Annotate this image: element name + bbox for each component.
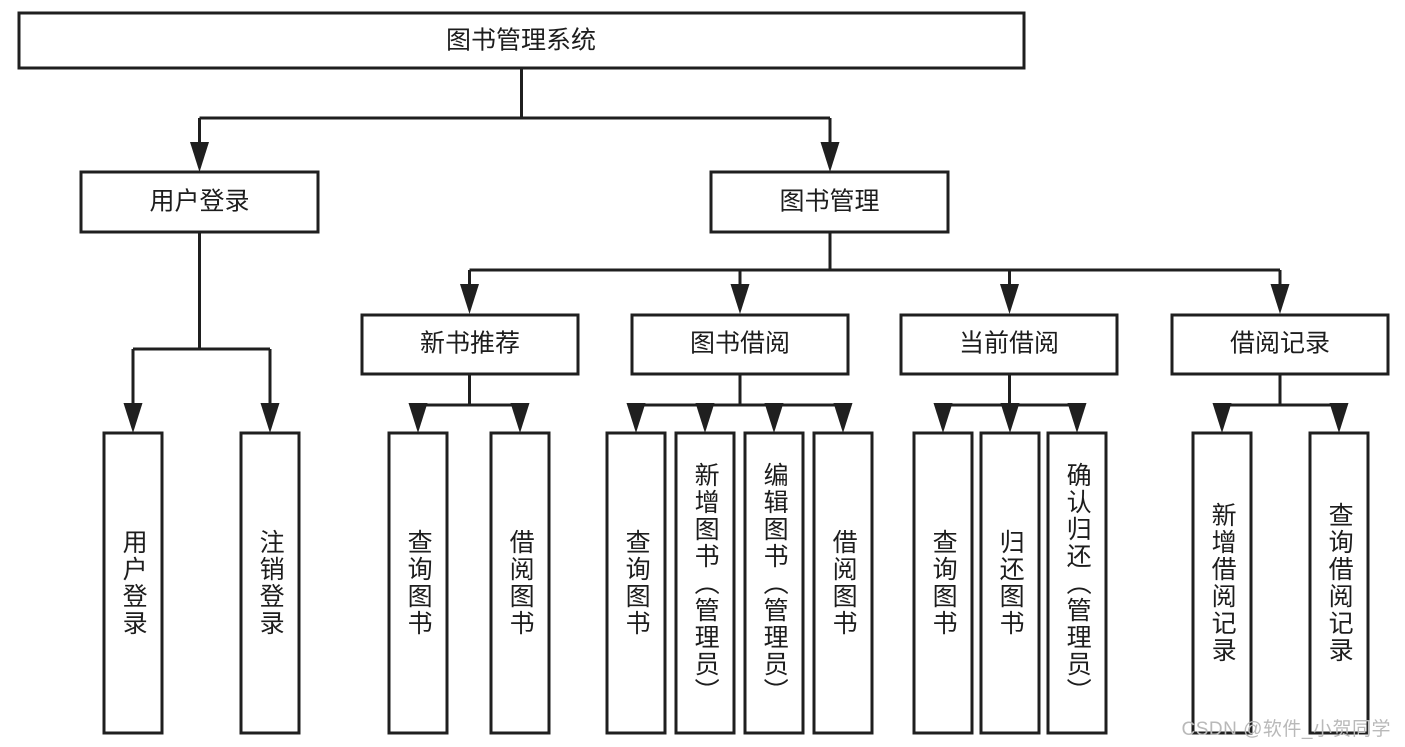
node-new-book-recommend[interactable]: 新书推荐 <box>360 313 580 376</box>
leaf-box-newbook-2[interactable] <box>489 431 551 735</box>
node-book-manage-label: 图书管理 <box>779 188 879 216</box>
arrowhead-cb-leaf1 <box>933 403 953 433</box>
connector-group-root <box>190 68 840 172</box>
arrowhead-bb-leaf3 <box>764 403 784 433</box>
node-user-login-box[interactable] <box>79 170 320 234</box>
leaf-box-current-2[interactable] <box>979 431 1041 735</box>
leaf-box-record-1[interactable] <box>1191 431 1253 735</box>
csdn-watermark: CSDN @软件_小贺同学 <box>1181 719 1391 740</box>
node-book-borrow[interactable]: 图书借阅 <box>630 313 850 376</box>
arrowhead-bb-leaf2 <box>695 403 715 433</box>
leaf-box-borrow-2[interactable] <box>674 431 736 735</box>
node-book-manage-box[interactable] <box>709 170 950 234</box>
connector-group-record <box>1212 374 1349 433</box>
node-user-login-label: 用户登录 <box>149 188 249 216</box>
node-root-box[interactable] <box>17 11 1026 70</box>
leaf-box-borrow-4[interactable] <box>812 431 874 735</box>
arrowhead-newbook <box>460 284 479 314</box>
node-book-borrow-box[interactable] <box>630 313 850 376</box>
connector-group-book-manage <box>460 232 1290 314</box>
node-new-book-recommend-box[interactable] <box>360 313 580 376</box>
arrowhead-br-leaf2 <box>1329 403 1349 433</box>
node-book-manage[interactable]: 图书管理 <box>709 170 950 234</box>
node-borrow-record-box[interactable] <box>1170 313 1390 376</box>
node-borrow-record[interactable]: 借阅记录 <box>1170 313 1390 376</box>
arrowhead-ul-leaf2 <box>260 403 280 433</box>
leaf-box-current-3[interactable] <box>1046 431 1108 735</box>
leaf-box-current-1[interactable] <box>912 431 974 735</box>
node-root-label: 图书管理系统 <box>446 27 596 55</box>
arrowhead-book-manage <box>820 142 840 172</box>
connector-group-user-login <box>123 232 280 433</box>
leaf-box-newbook-1[interactable] <box>387 431 449 735</box>
node-root[interactable]: 图书管理系统 <box>17 11 1026 70</box>
node-user-login[interactable]: 用户登录 <box>79 170 320 234</box>
leaf-box-record-2[interactable] <box>1308 431 1370 735</box>
leaf-box-user-login-1[interactable] <box>102 431 164 735</box>
leaf-box-borrow-1[interactable] <box>605 431 667 735</box>
node-new-book-recommend-label: 新书推荐 <box>420 330 520 358</box>
arrowhead-cb-leaf2 <box>1000 403 1020 433</box>
node-current-borrow[interactable]: 当前借阅 <box>899 313 1119 376</box>
node-current-borrow-box[interactable] <box>899 313 1119 376</box>
connector-group-borrow <box>626 374 853 433</box>
arrowhead-nb-leaf1 <box>408 403 428 433</box>
arrowhead-current <box>1000 284 1019 314</box>
node-book-borrow-label: 图书借阅 <box>690 330 790 358</box>
connector-group-newbook <box>408 374 530 433</box>
arrowhead-bb-leaf1 <box>626 403 646 433</box>
arrowhead-record <box>1270 284 1290 314</box>
arrowhead-cb-leaf3 <box>1067 403 1087 433</box>
connector-group-current <box>933 374 1087 433</box>
arrowhead-br-leaf1 <box>1212 403 1232 433</box>
node-borrow-record-label: 借阅记录 <box>1230 330 1330 358</box>
leaf-box-borrow-3[interactable] <box>743 431 805 735</box>
arrowhead-borrow <box>730 284 750 314</box>
arrowhead-user-login <box>190 142 209 172</box>
node-current-borrow-label: 当前借阅 <box>959 330 1059 358</box>
arrowhead-ul-leaf1 <box>123 403 143 433</box>
arrowhead-bb-leaf4 <box>833 403 853 433</box>
leaf-box-user-login-2[interactable] <box>239 431 301 735</box>
arrowhead-nb-leaf2 <box>510 403 530 433</box>
